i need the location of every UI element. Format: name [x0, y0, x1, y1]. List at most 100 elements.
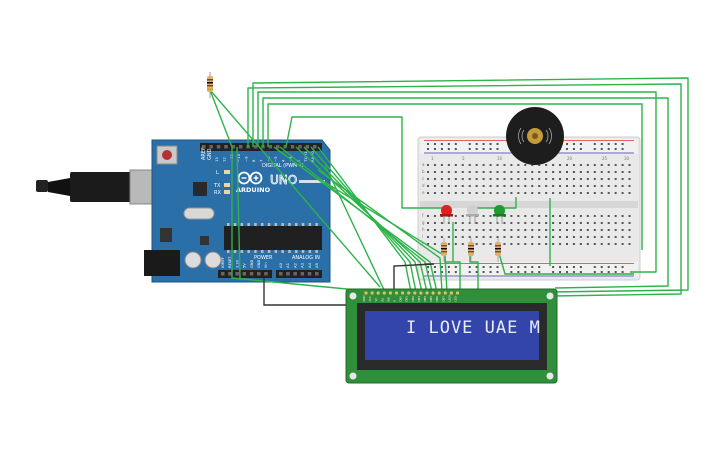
bb-hole[interactable] [447, 229, 450, 231]
bb-hole[interactable] [440, 164, 443, 166]
bb-hole[interactable] [559, 243, 562, 245]
rail-hole[interactable] [600, 143, 603, 145]
rail-hole[interactable] [447, 266, 450, 268]
piezo-buzzer[interactable] [506, 107, 564, 165]
rail-hole[interactable] [538, 271, 541, 273]
bb-hole[interactable] [517, 236, 520, 238]
bb-hole[interactable] [552, 185, 555, 187]
bb-hole[interactable] [475, 185, 478, 187]
header-pin[interactable] [276, 145, 280, 149]
bb-hole[interactable] [579, 236, 582, 238]
rail-hole[interactable] [496, 266, 499, 268]
lcd-pin[interactable] [376, 291, 380, 295]
header-pin[interactable] [298, 145, 302, 149]
bb-hole[interactable] [517, 215, 520, 217]
bb-hole[interactable] [600, 164, 603, 166]
bb-hole[interactable] [517, 171, 520, 173]
bb-hole[interactable] [628, 164, 631, 166]
bb-hole[interactable] [545, 178, 548, 180]
header-pin[interactable] [268, 145, 273, 149]
rail-hole[interactable] [482, 143, 485, 145]
rail-hole[interactable] [572, 266, 575, 268]
bb-hole[interactable] [545, 192, 548, 194]
bb-hole[interactable] [531, 215, 534, 217]
bb-hole[interactable] [517, 192, 520, 194]
bb-hole[interactable] [566, 222, 568, 224]
bb-hole[interactable] [559, 171, 562, 173]
bb-hole[interactable] [482, 171, 485, 173]
lcd-pin[interactable] [455, 291, 460, 295]
bb-hole[interactable] [440, 192, 443, 194]
rail-hole[interactable] [475, 271, 478, 273]
bb-hole[interactable] [552, 215, 555, 217]
bb-hole[interactable] [586, 236, 589, 238]
bb-hole[interactable] [566, 171, 568, 173]
header-pin[interactable] [293, 272, 297, 276]
bb-hole[interactable] [524, 236, 527, 238]
rail-hole[interactable] [531, 271, 534, 273]
bb-hole[interactable] [538, 243, 541, 245]
rail-hole[interactable] [454, 266, 457, 268]
lcd-pin[interactable] [437, 291, 441, 295]
bb-hole[interactable] [489, 185, 492, 187]
bb-hole[interactable] [531, 229, 534, 231]
bb-hole[interactable] [614, 192, 617, 194]
rail-hole[interactable] [621, 143, 624, 145]
bb-hole[interactable] [524, 243, 527, 245]
rail-hole[interactable] [496, 271, 499, 273]
bb-hole[interactable] [607, 164, 610, 166]
rail-hole[interactable] [475, 266, 478, 268]
rail-hole[interactable] [559, 271, 562, 273]
bb-hole[interactable] [461, 243, 464, 245]
bb-hole[interactable] [454, 185, 457, 187]
wire[interactable] [273, 146, 438, 293]
bb-hole[interactable] [482, 243, 485, 245]
bb-hole[interactable] [572, 178, 575, 180]
bb-hole[interactable] [552, 243, 555, 245]
rail-hole[interactable] [475, 148, 478, 150]
bb-hole[interactable] [566, 236, 568, 238]
bb-hole[interactable] [524, 178, 527, 180]
header-pin[interactable] [283, 145, 287, 149]
bb-hole[interactable] [600, 192, 603, 194]
bb-hole[interactable] [552, 236, 555, 238]
bb-hole[interactable] [538, 164, 541, 166]
bb-hole[interactable] [628, 185, 631, 187]
bb-hole[interactable] [524, 215, 527, 217]
bb-hole[interactable] [621, 185, 624, 187]
bb-hole[interactable] [503, 171, 506, 173]
bb-hole[interactable] [579, 185, 582, 187]
bb-hole[interactable] [461, 171, 464, 173]
bb-hole[interactable] [496, 171, 499, 173]
bb-hole[interactable] [621, 236, 624, 238]
bb-hole[interactable] [545, 171, 548, 173]
bb-hole[interactable] [572, 229, 575, 231]
bb-hole[interactable] [510, 236, 513, 238]
bb-hole[interactable] [538, 236, 541, 238]
rail-hole[interactable] [454, 148, 457, 150]
bb-hole[interactable] [628, 178, 631, 180]
bb-hole[interactable] [559, 236, 562, 238]
header-pin[interactable] [290, 145, 295, 149]
bb-hole[interactable] [593, 192, 596, 194]
lcd-pin[interactable] [401, 291, 405, 295]
bb-hole[interactable] [427, 222, 429, 224]
arduino-uno[interactable]: L TX RX ARDUINO UNO DIGITAL (PWM~) AREF … [36, 139, 331, 283]
bb-hole[interactable] [524, 222, 527, 224]
bb-hole[interactable] [475, 164, 478, 166]
rail-hole[interactable] [447, 148, 450, 150]
bb-hole[interactable] [427, 192, 429, 194]
bb-hole[interactable] [572, 222, 575, 224]
header-pin[interactable] [300, 272, 305, 276]
bb-hole[interactable] [454, 215, 457, 217]
rail-hole[interactable] [440, 266, 443, 268]
bb-hole[interactable] [621, 164, 624, 166]
bb-hole[interactable] [517, 164, 520, 166]
bb-hole[interactable] [593, 229, 596, 231]
bb-hole[interactable] [600, 171, 603, 173]
bb-hole[interactable] [524, 192, 527, 194]
rail-hole[interactable] [468, 271, 471, 273]
bb-hole[interactable] [427, 236, 429, 238]
lcd-pin[interactable] [382, 291, 386, 295]
bb-hole[interactable] [593, 178, 596, 180]
